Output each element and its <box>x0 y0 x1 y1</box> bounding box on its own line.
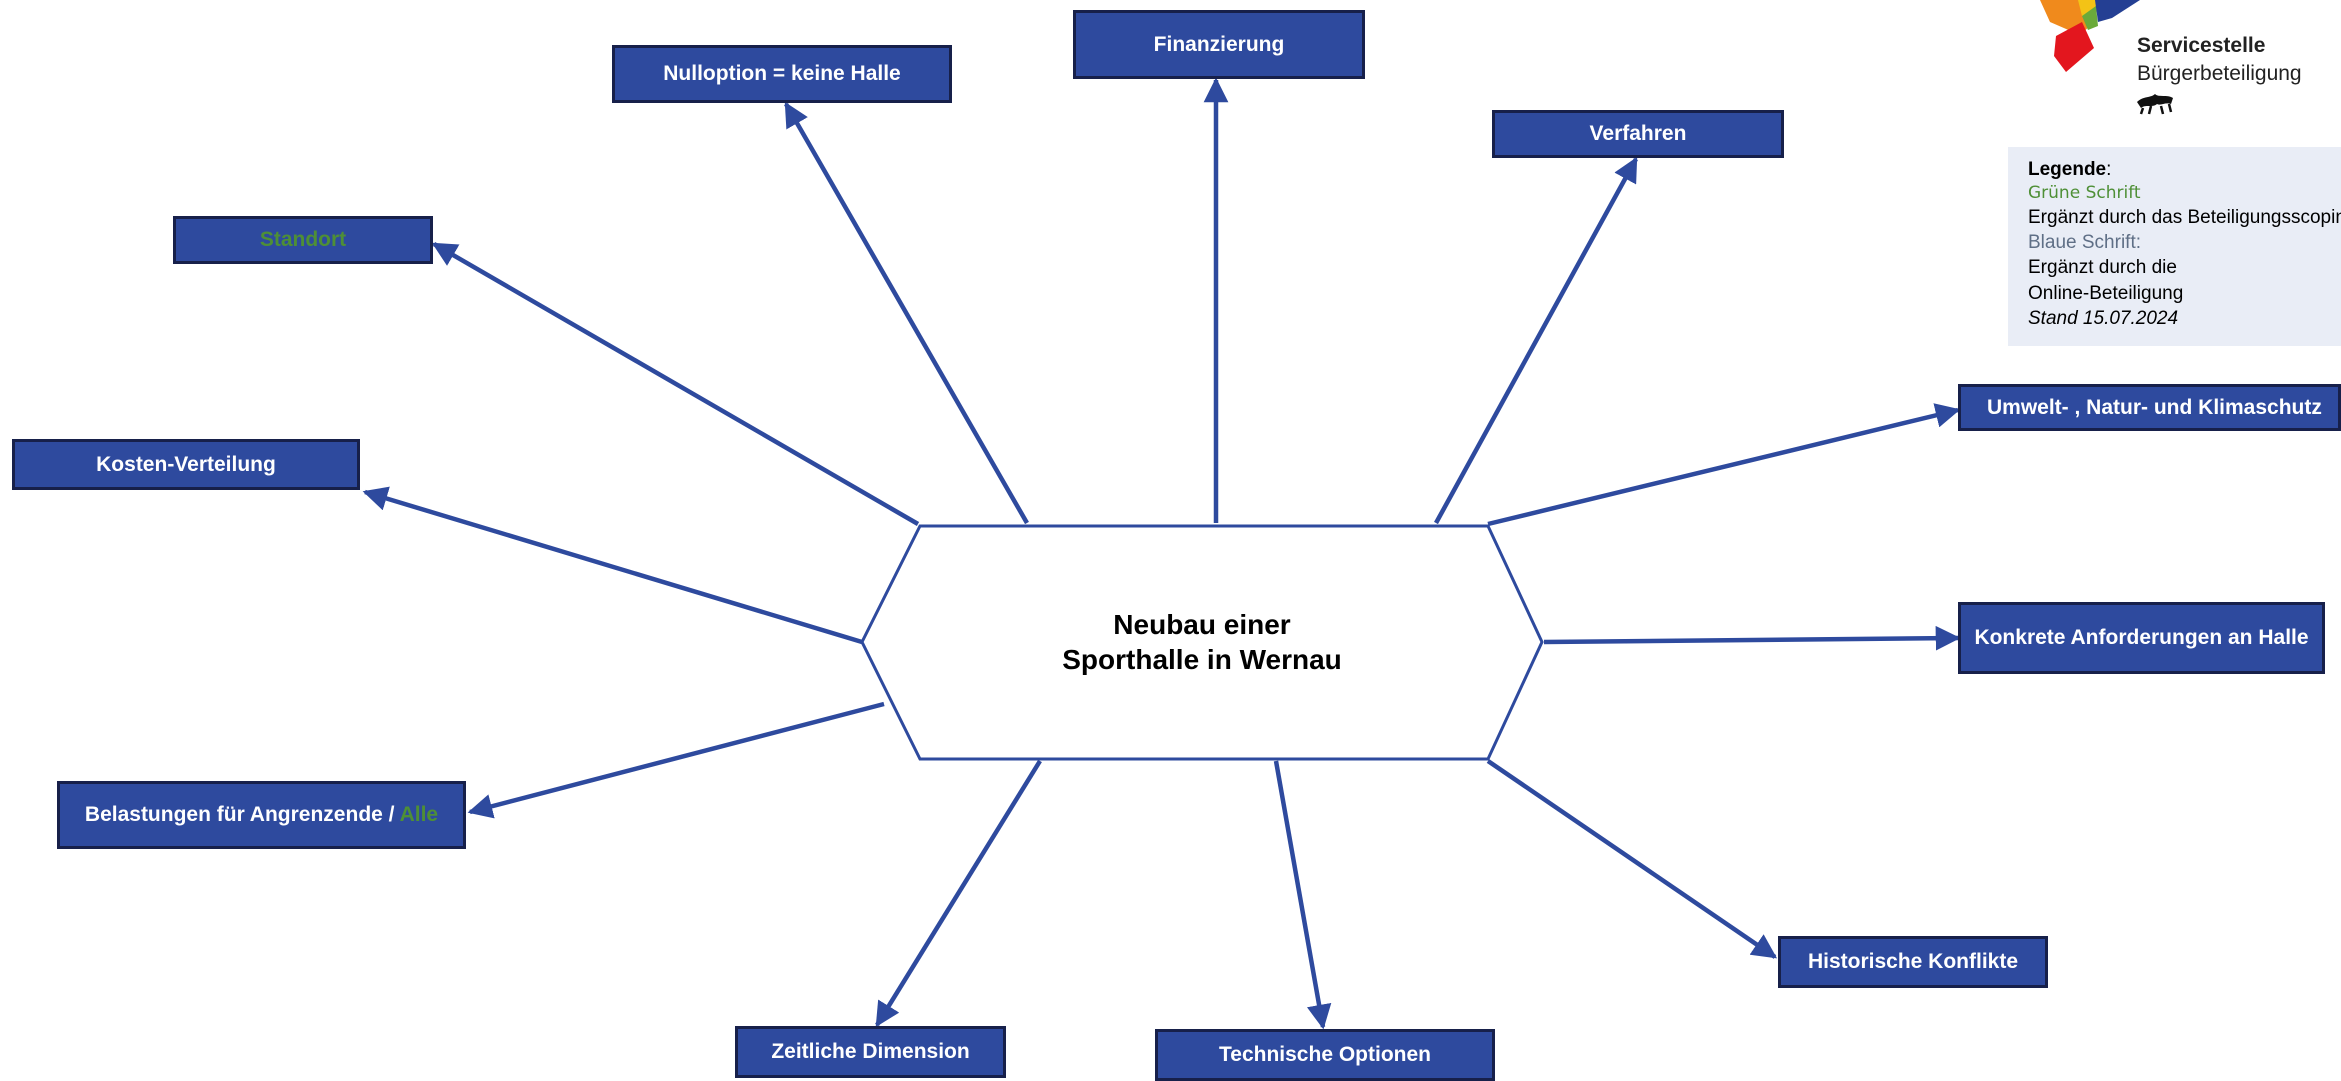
connector-nulloption <box>784 101 1029 525</box>
topic-zeitliche-dimension-label: Zeitliche Dimension <box>771 1040 970 1064</box>
topic-finanzierung-label: Finanzierung <box>1153 32 1285 56</box>
topic-anforderungen: Konkrete Anforderungen an Halle <box>1958 602 2325 674</box>
topic-nulloption: Nulloption = keine Halle <box>612 45 952 103</box>
legend-blue-desc-1: Ergänzt durch die <box>2028 257 2177 279</box>
logo-text: Servicestelle Bürgerbeteiligung <box>2137 32 2302 87</box>
connector-belastungen <box>467 701 885 819</box>
connector-umwelt <box>1487 403 1961 527</box>
topic-verfahren-label: Verfahren <box>1589 122 1687 146</box>
topic-kosten-verteilung: Kosten-Verteilung <box>12 439 360 490</box>
topic-belastungen-label: Belastungen für Angrenzende / <box>84 803 400 827</box>
topic-umwelt: Umwelt- , Natur- und Klimaschutz <box>1958 384 2341 431</box>
legend-blue-desc-2: Online-Beteiligung <box>2028 282 2184 304</box>
topic-belastungen: Belastungen für Angrenzende / Alle <box>57 781 466 849</box>
logo-green-shape <box>2082 6 2098 30</box>
lion-emblem-icon <box>2137 94 2173 115</box>
servicestelle-logo <box>2040 0 2173 115</box>
central-topic-line2: Sporthalle in Wernau <box>1062 644 1342 675</box>
topic-standort-label: Standort <box>259 228 347 252</box>
legend-title-row: Legende: <box>2028 157 2341 182</box>
legend-title: Legende <box>2028 159 2107 180</box>
legend-blue-label: Blaue Schrift: <box>2028 232 2141 254</box>
connector-technisch <box>1273 760 1332 1030</box>
topic-nulloption-label: Nulloption = keine Halle <box>663 62 901 86</box>
connector-konflikte <box>1486 759 1778 959</box>
logo-red-shape <box>2054 22 2094 72</box>
topic-technische-optionen: Technische Optionen <box>1155 1029 1495 1081</box>
logo-line2: Bürgerbeteiligung <box>2137 61 2302 85</box>
connector-verfahren <box>1434 156 1638 525</box>
topic-umwelt-label: Umwelt- , Natur- und Klimaschutz <box>1987 395 2322 419</box>
connector-kosten <box>362 486 863 645</box>
central-topic-line1: Neubau einer <box>1113 609 1291 640</box>
connector-zeitlich <box>875 759 1042 1028</box>
topic-finanzierung: Finanzierung <box>1073 10 1365 79</box>
topic-belastungen-label-green: Alle <box>399 803 439 827</box>
topic-anforderungen-label: Konkrete Anforderungen an Halle <box>1974 626 2309 650</box>
topic-kosten-verteilung-label: Kosten-Verteilung <box>96 452 276 476</box>
topic-historische-konflikte-label: Historische Konflikte <box>1807 950 2019 974</box>
topic-verfahren: Verfahren <box>1492 110 1784 158</box>
connector-anforderungen <box>1543 625 1961 651</box>
topic-technische-optionen-label: Technische Optionen <box>1219 1043 1431 1067</box>
topic-standort: Standort <box>173 216 433 264</box>
legend-green-desc: Ergänzt durch das Beteiligungsscoping <box>2028 206 2341 228</box>
connector-standort <box>431 242 920 526</box>
topic-historische-konflikte: Historische Konflikte <box>1778 936 2048 988</box>
legend-green-label: Grüne Schrift <box>2028 183 2141 204</box>
central-topic: Neubau einer Sporthalle in Wernau <box>862 597 1542 687</box>
topic-zeitliche-dimension: Zeitliche Dimension <box>735 1026 1006 1078</box>
legend-box: Legende: Grüne Schrift Ergänzt durch das… <box>2008 147 2341 346</box>
legend-title-colon: : <box>2106 159 2112 180</box>
legend-date: Stand 15.07.2024 <box>2028 307 2179 329</box>
logo-blue-shape <box>2095 0 2140 22</box>
logo-line1: Servicestelle <box>2137 34 2266 57</box>
